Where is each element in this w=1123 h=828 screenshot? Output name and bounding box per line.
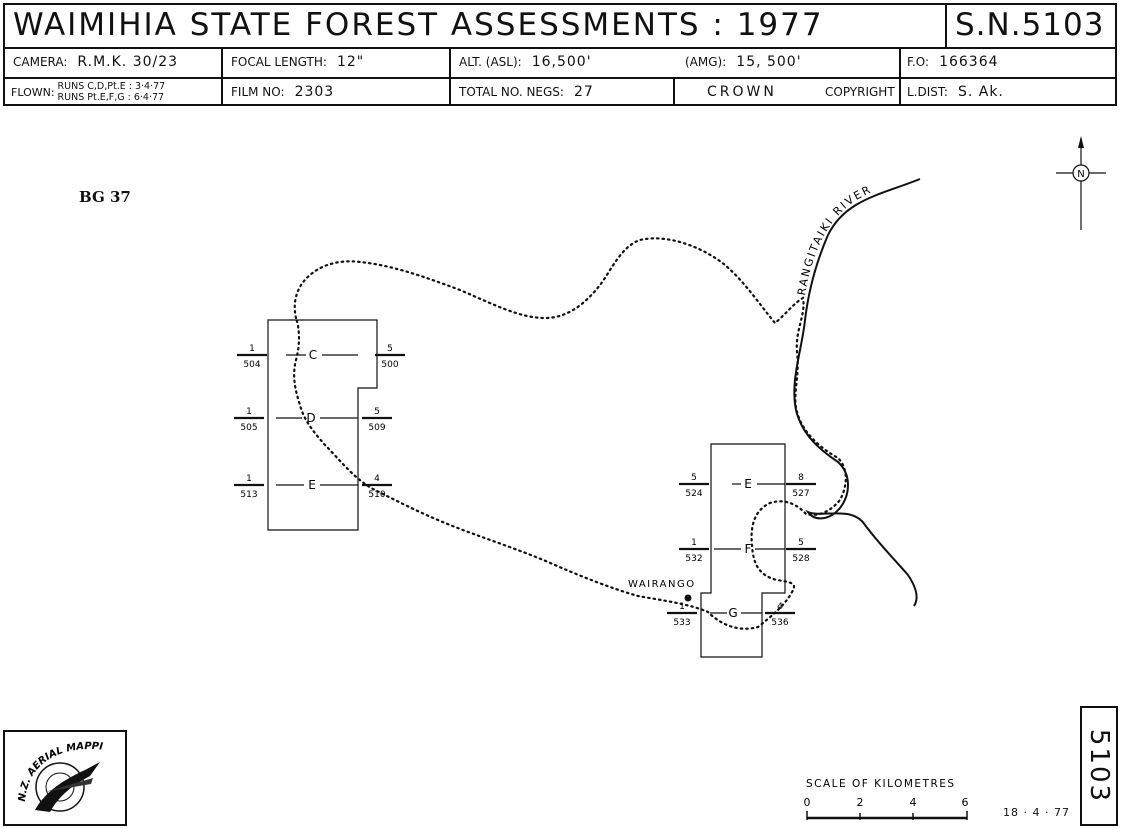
header-row-title: WAIMIHIA STATE FOREST ASSESSMENTS : 1977… [5,5,1115,49]
north-arrow-icon: N [1056,136,1106,230]
alt-asl-label: ALT. (ASL): [459,55,522,69]
alt-asl-value: 16,500' [531,54,592,70]
fo-value: 166364 [939,54,999,70]
logo-frame: N.Z. AERIAL MAPPING LTD. [1,724,127,826]
run-letter: D [306,411,315,425]
flown-cell: FLOWN: RUNS C,D,Pt.E : 3·4·77 RUNS Pt.E,… [11,80,165,104]
settlement-dot-icon [684,594,692,602]
run-start-frame-top: 5 [691,473,697,483]
amg-label: (AMG): [685,55,727,69]
run-end-frame-bottom: 509 [368,423,385,433]
run-start-frame-bottom: 532 [685,554,702,564]
run-start-frame-bottom: 505 [240,423,257,433]
alt-asl-cell: ALT. (ASL): 16,500' [459,47,592,77]
negs-cell: TOTAL NO. NEGS: 27 [459,77,594,106]
ldist-value: S. Ak. [957,83,1004,100]
focal-cell: FOCAL LENGTH: 12" [231,47,364,77]
camera-label: CAMERA: [13,55,68,69]
fo-cell: F.O: 166364 [907,47,999,77]
place-label: WAIRANGO [628,579,696,590]
run-letter: C [309,348,317,362]
scale-tick-6: 6 [962,796,969,809]
run-end-frame-bottom: 510 [368,490,385,500]
side-sheet-number-box: 5103 [1080,706,1118,826]
film-value: 2303 [294,83,335,100]
flown-label: FLOWN: [11,85,55,99]
flown-line-1: RUNS C,D,Pt.E : 3·4·77 [57,81,166,92]
ldist-cell: L.DIST: S. Ak. [907,77,1004,106]
run-letter: F [745,542,752,556]
fo-label: F.O: [907,55,930,69]
header-row-flown: FLOWN: RUNS C,D,Pt.E : 3·4·77 RUNS Pt.E,… [5,77,1115,106]
map-title: WAIMIHIA STATE FOREST ASSESSMENTS : 1977 [13,7,824,43]
side-sheet-number: 5103 [1084,728,1114,804]
run-start-frame-top: 1 [246,407,252,417]
bg-label: BG 37 [79,188,131,206]
film-cell: FILM NO: 2303 [231,77,334,106]
negs-label: TOTAL NO. NEGS: [459,84,564,99]
run-start-frame-bottom: 524 [685,489,702,499]
river-label: RANGITAIKI RIVER [795,183,874,297]
issue-date: 18 · 4 · 77 [1003,806,1070,819]
run-end-frame-top: 4 [374,474,380,484]
coverage-block-east [700,443,786,658]
coverage-block-west [267,319,378,531]
scale-bar: SCALE OF KILOMETRES 0 2 4 6 [804,778,969,820]
copyright-text: COPYRIGHT [825,84,895,99]
crown-cell: CROWN [707,77,777,106]
run-start-frame-bottom: 513 [240,490,257,500]
run-end-frame-top: 5 [798,538,804,548]
run-end-frame-top: 4 [777,602,783,612]
run-start-frame-bottom: 533 [673,618,690,628]
camera-value: R.M.K. 30/23 [77,54,179,70]
run-end-frame-bottom: 536 [771,618,788,628]
run-start-frame-top: 1 [246,474,252,484]
run-end-frame-bottom: 500 [381,360,398,370]
focal-label: FOCAL LENGTH: [231,55,327,69]
film-label: FILM NO: [231,84,285,99]
north-label: N [1077,169,1084,180]
run-start-frame-top: 1 [679,602,685,612]
copyright-cell: COPYRIGHT [825,77,905,106]
aerial-mapping-logo: N.Z. AERIAL MAPPING LTD. [1,724,104,812]
amg-cell: (AMG): 15, 500' [685,47,802,77]
header-row-camera: CAMERA: R.M.K. 30/23 FOCAL LENGTH: 12" A… [5,47,1115,79]
run-letter: E [308,478,316,492]
run-start-frame-top: 1 [691,538,697,548]
run-end-frame-top: 5 [374,407,380,417]
river-label-path: RANGITAIKI RIVER [795,183,872,297]
amg-value: 15, 500' [736,54,802,70]
ldist-label: L.DIST: [907,84,948,99]
header-table: WAIMIHIA STATE FOREST ASSESSMENTS : 1977… [3,3,1117,106]
flown-line-2: RUNS Pt.E,F,G : 6·4·77 [57,92,165,103]
scale-title: SCALE OF KILOMETRES [806,778,956,790]
run-letter: G [728,606,737,620]
run-start-frame-top: 1 [249,344,255,354]
crown-text: CROWN [707,83,777,100]
negs-value: 27 [573,83,594,100]
run-end-frame-top: 8 [798,473,804,483]
run-end-frame-bottom: 527 [792,489,809,499]
run-end-frame-top: 5 [387,344,393,354]
forest-boundary [293,237,847,630]
sheet-number: S.N.5103 [955,7,1105,43]
run-start-frame-bottom: 504 [243,360,260,370]
scale-tick-2: 2 [857,796,864,809]
river-line [793,178,921,607]
focal-value: 12" [336,54,365,70]
scale-tick-0: 0 [804,796,811,809]
run-letter: E [744,477,752,491]
camera-cell: CAMERA: R.M.K. 30/23 [13,47,178,77]
scale-tick-4: 4 [910,796,917,809]
run-end-frame-bottom: 528 [792,554,809,564]
